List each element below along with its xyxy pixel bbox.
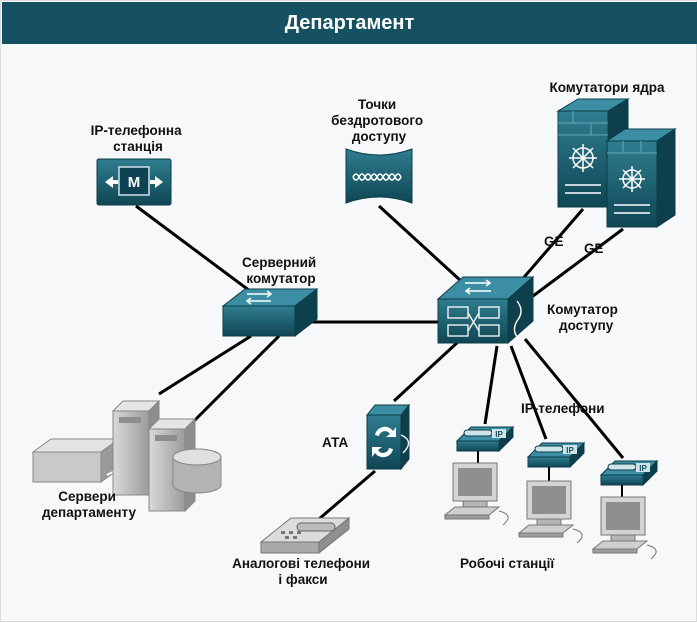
core-switches-label: Комутатори ядра xyxy=(549,80,665,95)
analog-label: Аналогові телефони і факси xyxy=(232,556,374,587)
ip-phone-icon: IP xyxy=(599,459,659,487)
link-pbx-serverswitch xyxy=(135,204,267,305)
ge-right-label: GE xyxy=(584,241,604,256)
workstation-icon xyxy=(517,467,583,544)
ge-left-label: GE xyxy=(544,234,564,249)
ip-phone-icon: IP xyxy=(455,425,515,453)
servers-label: Сервери департаменту xyxy=(42,489,137,520)
workstations-label: Робочі станції xyxy=(460,556,555,571)
workstation-icon xyxy=(443,451,509,526)
ip-pbx-label: IP-телефонна станція xyxy=(91,123,186,154)
ata-icon xyxy=(365,403,411,471)
svg-text:IP: IP xyxy=(566,446,574,455)
pbx-m-glyph: M xyxy=(128,174,141,191)
svg-text:IP: IP xyxy=(639,464,647,473)
wireless-label: Точки бездротового доступу xyxy=(331,97,427,144)
diagram-title: Департамент xyxy=(284,12,415,34)
analog-phone-icon xyxy=(259,516,351,555)
ata-label: АТА xyxy=(322,435,348,450)
access-switch-label: Комутатор доступу xyxy=(547,302,622,333)
link-access-ata xyxy=(392,339,461,403)
title-bar: Департамент xyxy=(2,2,697,44)
server-switch-label: Серверний комутатор xyxy=(242,255,320,286)
core-switch-2-icon xyxy=(605,128,677,228)
link-serverswitch-server2 xyxy=(189,334,281,426)
link-access-phone1 xyxy=(483,345,499,425)
access-switch-icon xyxy=(436,275,535,345)
wireless-ap-icon xyxy=(345,148,413,204)
server-switch-icon xyxy=(221,287,319,338)
link-serverswitch-server1 xyxy=(158,334,252,396)
ip-phones-label: IP-телефони xyxy=(521,401,605,416)
link-wireless-access xyxy=(377,204,463,283)
link-core2-access xyxy=(532,227,624,298)
link-access-phone3 xyxy=(523,338,625,459)
workstation-icon xyxy=(591,485,657,560)
links xyxy=(135,204,625,521)
link-core1-access xyxy=(517,208,585,284)
ip-pbx-icon: M xyxy=(96,158,172,206)
ip-phone-icon: IP xyxy=(526,441,586,469)
link-ata-analog xyxy=(318,469,376,521)
link-access-phone2 xyxy=(509,345,548,440)
svg-text:IP: IP xyxy=(495,430,503,439)
department-servers-icon xyxy=(31,399,222,513)
